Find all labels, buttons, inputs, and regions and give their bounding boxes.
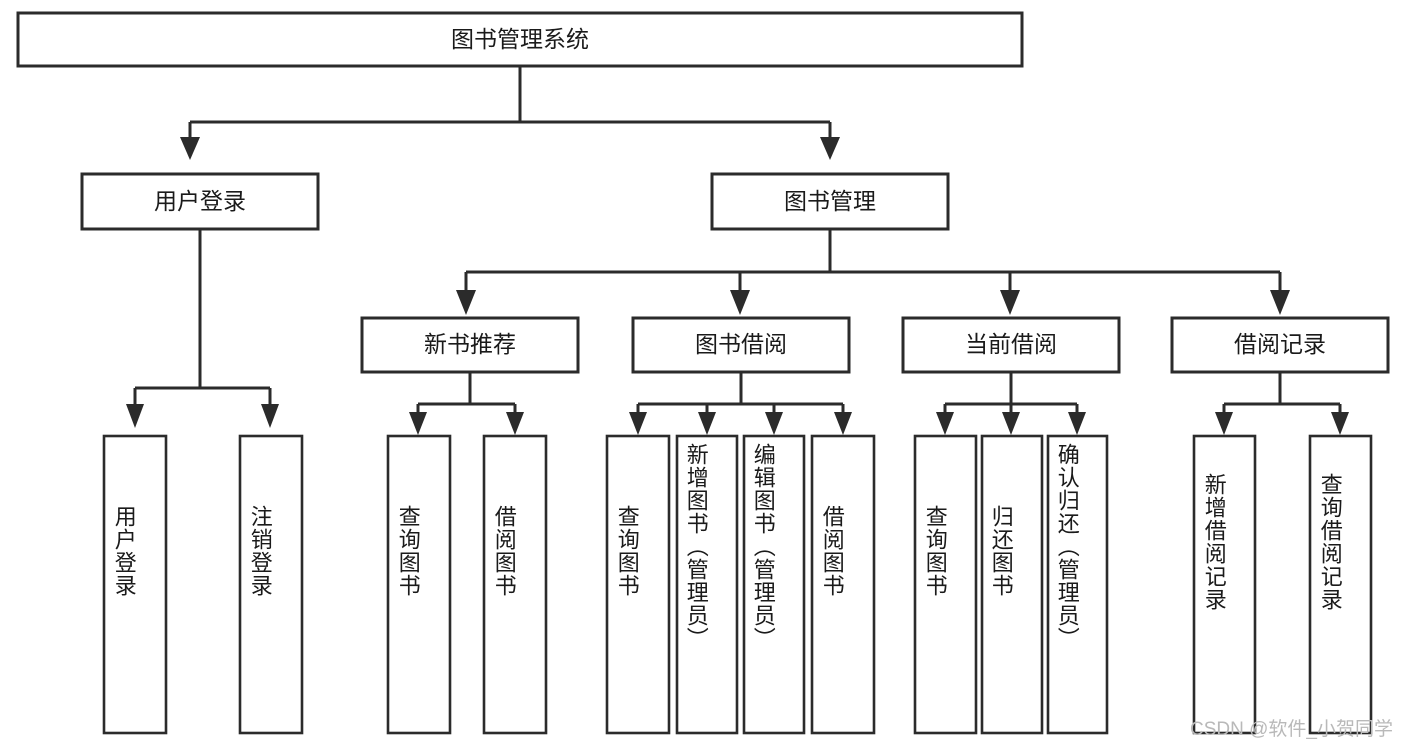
leaf-box-user-login[interactable]: [102, 434, 168, 735]
arrow-head-icon: [1002, 412, 1020, 435]
leaf-box-query-book-2[interactable]: [605, 434, 671, 735]
node-book-borrow[interactable]: 图书借阅: [631, 316, 851, 374]
node-book-borrow-label: 图书借阅: [695, 331, 787, 357]
arrow-head-icon: [506, 412, 524, 435]
node-root-box[interactable]: [16, 11, 1024, 68]
node-borrow-record-label: 借阅记录: [1234, 331, 1326, 357]
arrow-head-icon: [261, 404, 279, 428]
arrow-head-icon: [820, 137, 840, 160]
arrow-head-icon: [730, 290, 750, 315]
leaf-box-return-book[interactable]: [980, 434, 1044, 735]
node-current-borrow-label: 当前借阅: [965, 331, 1057, 357]
connector-book-borrow-to-leaves: [629, 372, 852, 435]
node-book-management-label: 图书管理: [784, 188, 876, 214]
connector-book-management-to-level3: [456, 229, 1290, 315]
node-root[interactable]: 图书管理系统: [16, 11, 1024, 68]
node-user-login[interactable]: 用户登录: [80, 172, 320, 231]
arrow-head-icon: [409, 412, 427, 435]
node-new-book-recommend-label: 新书推荐: [424, 331, 516, 357]
arrow-head-icon: [1068, 412, 1086, 435]
connector-new-book-recommend-to-leaves: [409, 372, 524, 435]
arrow-head-icon: [126, 404, 144, 428]
arrow-head-icon: [936, 412, 954, 435]
node-current-borrow-box[interactable]: [901, 316, 1121, 374]
leaf-box-query-borrow-record[interactable]: [1308, 434, 1373, 735]
node-borrow-record[interactable]: 借阅记录: [1170, 316, 1390, 374]
node-root-label: 图书管理系统: [451, 26, 589, 52]
node-current-borrow[interactable]: 当前借阅: [901, 316, 1121, 374]
arrow-head-icon: [834, 412, 852, 435]
arrow-head-icon: [456, 290, 476, 315]
leaf-box-query-book-3[interactable]: [913, 434, 978, 735]
node-user-login-label: 用户登录: [154, 188, 246, 214]
leaf-box-add-book-admin[interactable]: [675, 434, 739, 735]
leaf-box-add-borrow-record[interactable]: [1192, 434, 1257, 735]
arrow-head-icon: [629, 412, 647, 435]
node-book-management[interactable]: 图书管理: [710, 172, 950, 231]
arrow-head-icon: [698, 412, 716, 435]
connector-root-to-level2: [180, 66, 840, 160]
arrow-head-icon: [765, 412, 783, 435]
leaf-box-logout[interactable]: [238, 434, 304, 735]
leaf-boxes: [102, 434, 1373, 735]
arrow-head-icon: [1215, 412, 1233, 435]
arrow-head-icon: [180, 137, 200, 160]
leaf-box-confirm-return-admin[interactable]: [1046, 434, 1109, 735]
connector-current-borrow-to-leaves: [936, 372, 1086, 435]
node-new-book-recommend[interactable]: 新书推荐: [360, 316, 580, 374]
connector-user-login-to-leaves: [126, 229, 279, 428]
leaf-box-query-book-1[interactable]: [386, 434, 452, 735]
leaf-box-edit-book-admin[interactable]: [742, 434, 806, 735]
arrow-head-icon: [1000, 290, 1020, 315]
arrow-head-icon: [1331, 412, 1349, 435]
connector-borrow-record-to-leaves: [1215, 372, 1349, 435]
arrow-head-icon: [1270, 290, 1290, 315]
leaf-box-borrow-book-1[interactable]: [482, 434, 548, 735]
node-new-book-recommend-box[interactable]: [360, 316, 580, 374]
leaf-box-borrow-book-2[interactable]: [810, 434, 876, 735]
